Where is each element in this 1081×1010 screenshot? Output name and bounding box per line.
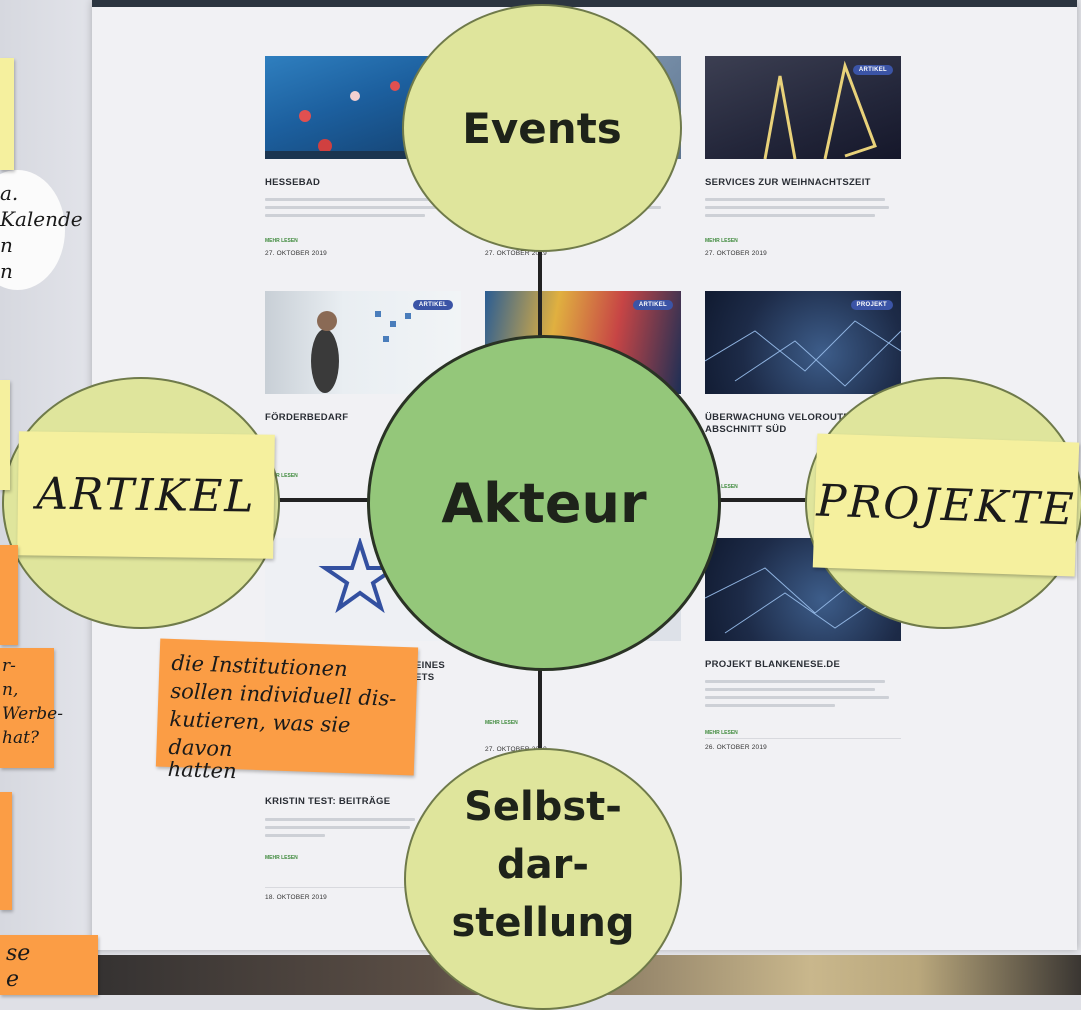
excerpt-line	[265, 198, 445, 201]
light-chain-illustration	[763, 60, 877, 159]
excerpt-line	[705, 680, 885, 683]
label-line: dar-	[497, 842, 589, 888]
institutionen-note-text: die Institutionen sollen individuell dis…	[167, 649, 405, 785]
note-line: hat?	[2, 728, 40, 748]
edge-note-text: r- n, Werbe- hat?	[2, 654, 63, 750]
excerpt-line	[265, 826, 410, 829]
sticky-note-institutionen: die Institutionen sollen individuell dis…	[155, 638, 419, 783]
post-title[interactable]: KRISTIN TEST: BEITRÄGE	[265, 796, 391, 807]
post-title[interactable]: HESSEBAD	[265, 177, 321, 188]
read-more-link[interactable]: MEHR LESEN	[265, 855, 298, 861]
events-label: Events	[462, 103, 622, 153]
post-title[interactable]: FÖRDERBEDARF	[265, 412, 349, 423]
read-more-link[interactable]: MEHR LESEN	[485, 720, 518, 726]
read-more-link[interactable]: MEHR LESEN	[705, 730, 738, 736]
sticky-note-artikel: ARTIKEL	[17, 431, 275, 559]
excerpt-line	[265, 818, 415, 821]
post-card-kristin-test[interactable]: KRISTIN TEST: BEITRÄGE MEHR LESEN 18. OK…	[265, 675, 461, 915]
note-line: se	[6, 941, 31, 966]
post-title[interactable]: PROJEKT BLANKENESE.DE	[705, 659, 841, 670]
note-line: n,	[2, 680, 19, 700]
excerpt-line	[265, 834, 325, 837]
note-line: e	[6, 967, 20, 992]
events-circle: Events	[402, 4, 682, 252]
post-date: 26. OKTOBER 2019	[705, 744, 767, 751]
connector-top	[538, 248, 542, 338]
projekte-note-text: PROJEKTE	[815, 474, 1077, 536]
category-badge: ARTIKEL	[632, 300, 673, 310]
post-card-veloroute[interactable]: PROJEKT ÜBERWACHUNG VELOROUTE ABSCHNITT …	[705, 291, 901, 491]
excerpt-line	[705, 704, 835, 707]
post-date: 27. OKTOBER 2019	[485, 250, 547, 257]
network-lines-illustration	[705, 320, 901, 387]
woman-at-whiteboard-illustration	[311, 311, 411, 393]
excerpt-line	[265, 214, 425, 217]
christmas-lights-photo: ARTIKEL	[705, 56, 901, 159]
post-date: 27. OKTOBER 2019	[705, 250, 767, 257]
sticky-note-projekte: PROJEKTE	[812, 433, 1080, 577]
sticky-note-edge-orange-3	[0, 792, 12, 910]
post-card-weihnachtszeit[interactable]: ARTIKEL SERVICES ZUR WEIHNACHTSZEIT MEHR…	[705, 56, 901, 266]
edge-handwriting: a. Kalende n n	[0, 180, 83, 284]
bottom-note-text: se e	[6, 941, 92, 993]
sticky-note-edge-yellow	[0, 58, 14, 170]
excerpt-line	[705, 688, 875, 691]
read-more-link[interactable]: MEHR LESEN	[265, 238, 298, 244]
excerpt-line	[705, 696, 889, 699]
category-badge: ARTIKEL	[412, 300, 453, 310]
selbstdarstellung-circle: Selbst- dar- stellung	[404, 748, 682, 1010]
label-line: stellung	[451, 900, 635, 946]
sticky-note-edge-orange-1	[0, 545, 18, 645]
akteur-center-circle: Akteur	[367, 335, 721, 671]
edge-line: a.	[0, 181, 19, 205]
network-photo: PROJEKT	[705, 291, 901, 394]
sticky-note-edge-yellow-2	[0, 380, 10, 490]
card-divider	[265, 887, 461, 888]
note-line: kutieren, was sie davon	[168, 706, 351, 762]
sticky-note-edge-orange-2: r- n, Werbe- hat?	[0, 648, 63, 768]
category-badge: ARTIKEL	[852, 65, 893, 75]
read-more-link[interactable]: MEHR LESEN	[705, 484, 738, 490]
post-title[interactable]: EINES ETS	[415, 660, 446, 683]
excerpt-line	[265, 206, 441, 209]
excerpt-line	[705, 206, 889, 209]
connector-bottom	[538, 665, 542, 750]
edge-line: n	[0, 233, 13, 257]
post-title[interactable]: ÜBERWACHUNG VELOROUTE ABSCHNITT SÜD	[705, 412, 850, 435]
website-header-bar	[92, 0, 1077, 7]
artikel-note-text: ARTIKEL	[36, 467, 256, 523]
read-more-link[interactable]: MEHR LESEN	[705, 238, 738, 244]
post-date: 18. OKTOBER 2019	[265, 894, 327, 901]
excerpt-line	[705, 198, 885, 201]
selbstdarstellung-label: Selbst- dar- stellung	[451, 778, 634, 952]
post-title[interactable]: SERVICES ZUR WEIHNACHTSZEIT	[705, 177, 871, 188]
label-line: Selbst-	[464, 784, 622, 830]
edge-line: n	[0, 259, 13, 283]
akteur-label: Akteur	[441, 471, 647, 535]
note-line: r-	[2, 656, 16, 676]
post-date: 27. OKTOBER 2019	[265, 250, 327, 257]
excerpt-line	[705, 214, 875, 217]
read-more-link[interactable]: MEHR LESEN	[265, 473, 298, 479]
note-line: Werbe-	[2, 704, 63, 724]
card-divider	[705, 738, 901, 739]
category-badge: PROJEKT	[850, 300, 893, 310]
sticky-note-bottom-left: se e	[0, 935, 98, 995]
connector-right	[713, 498, 808, 502]
edge-line: Kalende	[0, 207, 83, 231]
connector-left	[275, 498, 370, 502]
